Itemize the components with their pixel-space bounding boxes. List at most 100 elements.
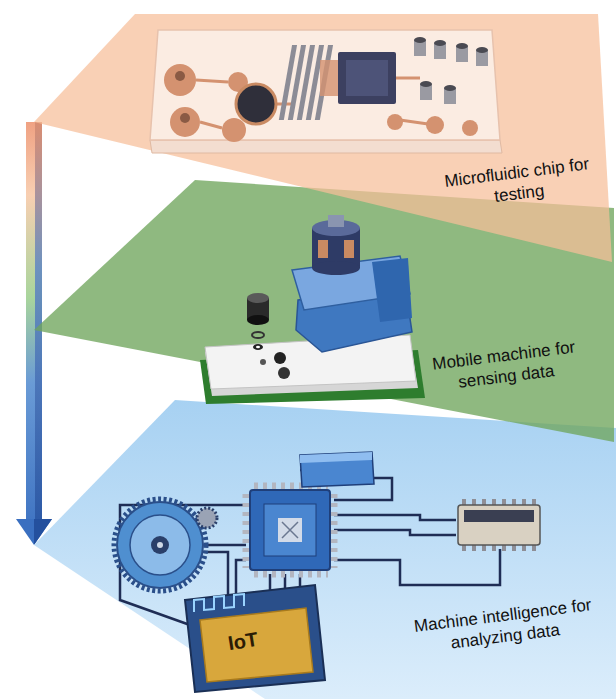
arrow-shaft <box>26 122 42 521</box>
serpentine-mixer <box>315 45 333 120</box>
flow-arrow <box>16 122 52 545</box>
iot-module <box>185 585 325 692</box>
processor-chip <box>282 522 298 538</box>
detection-chamber <box>320 52 396 104</box>
chip-reservoir <box>236 84 276 124</box>
serpentine-mixer <box>297 45 315 120</box>
iot-module <box>185 585 325 692</box>
smartphone <box>274 352 286 364</box>
sensor-module <box>462 499 536 505</box>
chip-reservoir <box>228 72 248 92</box>
serpentine-mixer <box>288 45 306 120</box>
sensor-module <box>462 545 536 551</box>
inlet-tube <box>420 84 432 100</box>
processor-chip <box>264 504 316 556</box>
sensor-module <box>458 505 540 545</box>
serpentine-mixer <box>279 45 297 120</box>
inlet-tube <box>456 43 468 49</box>
layer-label: Mobile machine for sensing data <box>428 336 582 396</box>
lens <box>256 346 260 348</box>
inlet-tube <box>414 40 426 56</box>
chip-slab <box>150 140 502 153</box>
inlet-tube <box>476 47 488 53</box>
memory-module <box>300 452 372 463</box>
circuit-wire <box>120 470 500 645</box>
processor-chip <box>246 486 334 574</box>
serpentine-mixer <box>279 45 333 120</box>
iot-module <box>194 594 244 612</box>
chip-channel <box>196 78 428 128</box>
smartphone <box>260 359 266 365</box>
circuit-wire <box>120 505 246 625</box>
circuit-wire <box>334 530 456 535</box>
circuit-wire <box>334 549 500 585</box>
optical-attachment <box>372 258 412 322</box>
plane-shape <box>34 400 616 699</box>
processor-chip <box>250 490 330 570</box>
module-logo: IoT <box>226 628 259 655</box>
smartphone <box>205 340 418 396</box>
gear <box>114 499 206 591</box>
lens <box>247 293 269 350</box>
smartphone <box>278 367 290 379</box>
lens <box>253 344 263 350</box>
plane-outline <box>34 398 616 699</box>
optical-attachment <box>328 215 344 227</box>
inlet-tube <box>444 85 456 91</box>
edge-layer <box>16 122 52 545</box>
inlet-tube <box>434 40 446 46</box>
optical-attachment <box>318 240 328 258</box>
chip-reservoir <box>387 114 403 130</box>
gear <box>157 542 163 548</box>
chip-reservoir <box>222 118 246 142</box>
circuit-wire <box>204 544 246 547</box>
phone-shadow <box>200 350 425 404</box>
memory-module <box>300 452 374 487</box>
optical-attachment <box>312 228 360 268</box>
optical-attachment <box>312 220 360 236</box>
lens <box>252 332 264 338</box>
gear <box>197 508 217 528</box>
chip-channel <box>400 120 428 124</box>
detection-chamber <box>320 60 342 96</box>
detection-chamber <box>338 52 396 104</box>
inlet-tube <box>444 88 456 104</box>
circuit-wire <box>284 574 287 598</box>
arrow-shade <box>35 122 42 521</box>
smartphone <box>205 335 418 396</box>
chip-slab <box>150 30 502 153</box>
gear <box>151 536 169 554</box>
serpentine-mixer <box>306 45 324 120</box>
processor-chip <box>331 494 338 568</box>
circuit-wire <box>299 574 302 596</box>
analysis-layer: Machine intelligence for analyzing data <box>34 398 616 699</box>
memory-module <box>300 452 374 487</box>
phone-shadow <box>200 350 425 404</box>
chip-reservoir <box>164 64 196 96</box>
optical-attachment <box>292 256 410 310</box>
optical-attachment <box>296 285 412 352</box>
processor-chip <box>278 518 302 542</box>
chip-slab <box>150 30 500 140</box>
chip-reservoir <box>164 64 478 142</box>
testing-layer: Microfluidic chip for testing <box>34 12 614 264</box>
processor-chip <box>243 494 250 568</box>
chip-reservoir <box>175 71 185 81</box>
gear <box>117 502 203 588</box>
chip-channel <box>395 77 420 80</box>
optical-attachment <box>344 240 354 258</box>
circuit-wire <box>300 470 310 486</box>
gear <box>130 515 190 575</box>
optical-attachment <box>312 261 360 275</box>
chip-channel <box>196 80 228 82</box>
plane-outline <box>34 12 614 264</box>
circuit-wire <box>269 574 272 600</box>
inlet-tube <box>456 46 468 62</box>
lens <box>247 298 269 320</box>
chip-reservoir <box>180 113 190 123</box>
optical-attachment <box>292 215 412 352</box>
iot-module <box>200 608 313 682</box>
processor-chip <box>254 483 328 490</box>
gear <box>114 499 217 591</box>
chip-channel <box>200 122 222 128</box>
